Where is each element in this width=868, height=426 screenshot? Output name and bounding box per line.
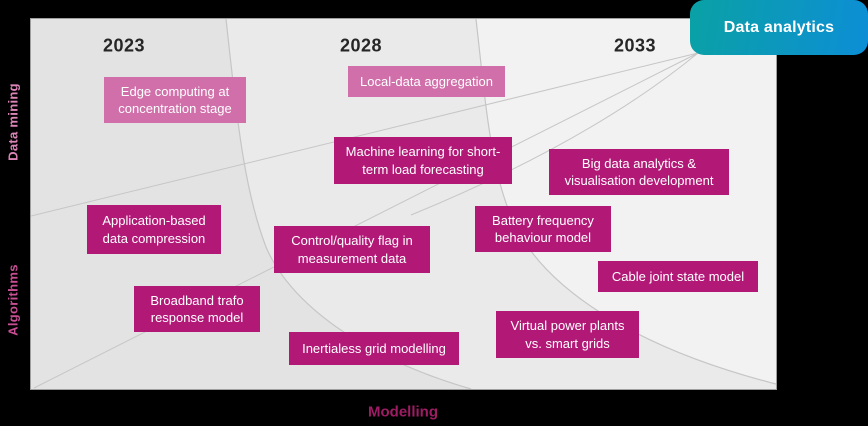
- roadmap-box-broadband-trafo: Broadband trafo response model: [134, 286, 260, 332]
- roadmap-box-inertialess-grid: Inertialess grid modelling: [289, 332, 459, 365]
- year-label-2033: 2033: [613, 35, 657, 56]
- data-analytics-badge[interactable]: Data analytics: [690, 0, 868, 55]
- axis-label-algorithms: Algorithms: [5, 264, 21, 336]
- roadmap-box-virtual-power-plants: Virtual power plants vs. smart grids: [496, 311, 639, 358]
- roadmap-box-local-data-aggregation: Local-data aggregation: [348, 66, 505, 97]
- roadmap-box-edge-computing: Edge computing at concentration stage: [104, 77, 246, 123]
- roadmap-box-big-data-analytics: Big data analytics & visualisation devel…: [549, 149, 729, 195]
- roadmap-box-application-based-compression: Application-based data compression: [87, 205, 221, 254]
- roadmap-box-battery-frequency: Battery frequency behaviour model: [475, 206, 611, 252]
- axis-label-modelling: Modelling: [368, 403, 438, 421]
- roadmap-box-machine-learning: Machine learning for short- term load fo…: [334, 137, 512, 184]
- axis-label-data-mining: Data mining: [5, 83, 21, 161]
- roadmap-panel: 2023 2028 2033 Edge computing at concent…: [30, 18, 777, 390]
- year-label-2023: 2023: [102, 35, 146, 56]
- year-label-2028: 2028: [339, 35, 383, 56]
- roadmap-box-cable-joint: Cable joint state model: [598, 261, 758, 292]
- roadmap-box-control-quality-flag: Control/quality flag in measurement data: [274, 226, 430, 273]
